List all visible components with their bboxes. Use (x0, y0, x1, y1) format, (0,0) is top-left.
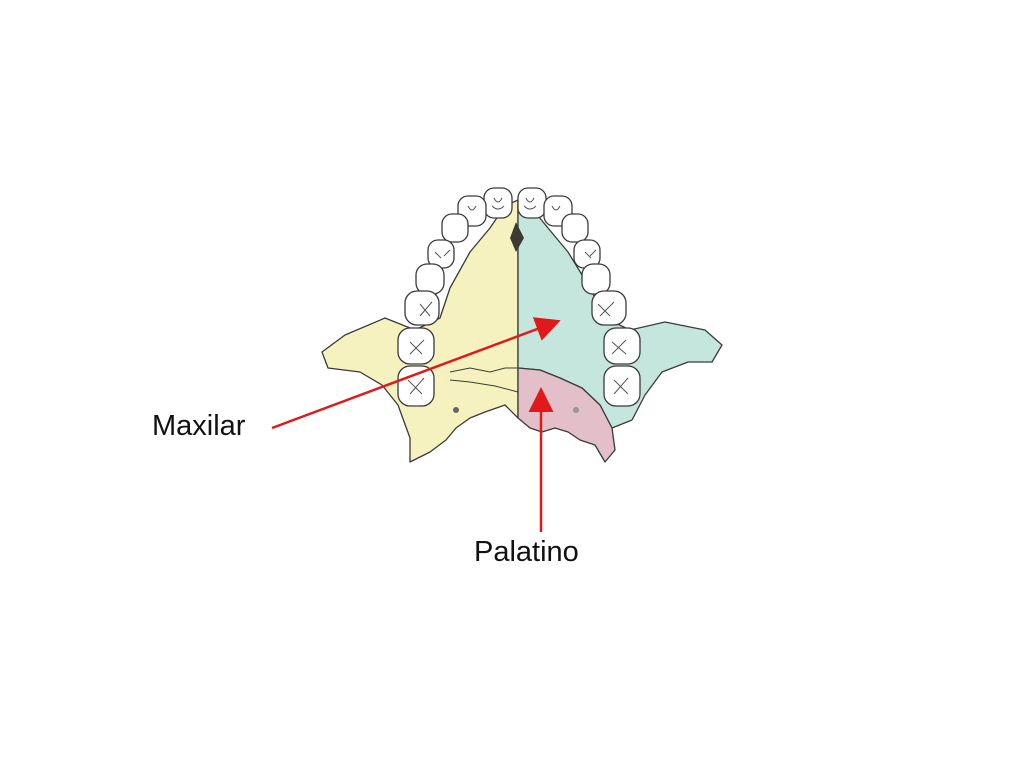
left-palatine-suture (449, 379, 519, 393)
teeth-right (517, 187, 641, 407)
teeth-left (397, 187, 513, 407)
greater-palatine-foramen-left (453, 407, 459, 413)
greater-palatine-foramen-right (573, 407, 579, 413)
palatino-label: Palatino (474, 536, 579, 568)
incisive-foramen (510, 222, 524, 252)
maxilar-arrow (271, 317, 561, 430)
maxilar-label: Maxilar (152, 410, 246, 442)
tooth-details (407, 197, 629, 395)
palatine-suture (449, 367, 518, 373)
